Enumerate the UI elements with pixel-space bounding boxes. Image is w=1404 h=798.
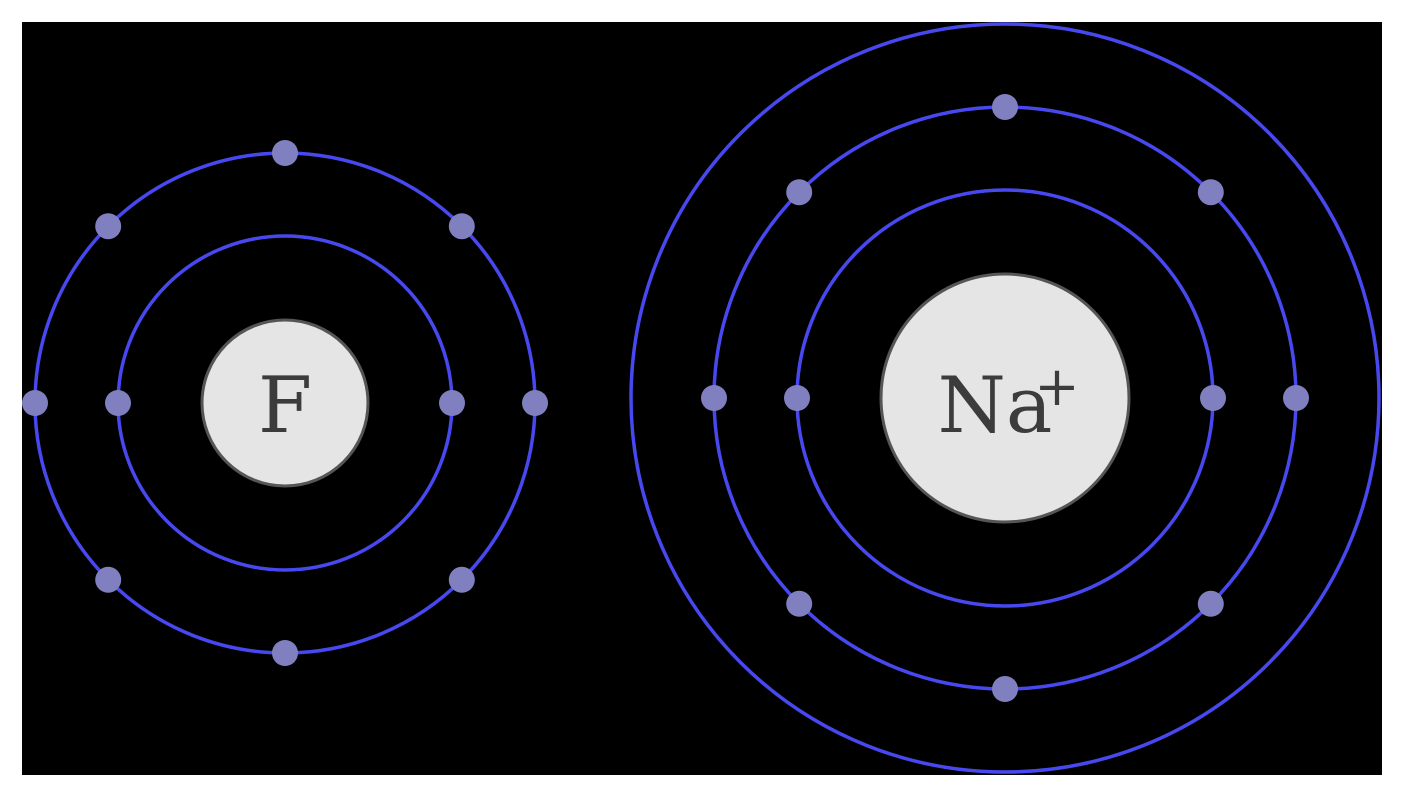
fluorine-shell-2-electron <box>448 213 475 240</box>
sodium-shell-2-electron <box>786 179 813 206</box>
fluorine-symbol: F <box>258 361 312 451</box>
sodium-shell-2-electron <box>701 385 727 411</box>
sodium-shell-2-electron <box>786 590 813 617</box>
fluorine-atom: F <box>22 140 548 666</box>
fluorine-shell-2-electron <box>448 566 475 593</box>
sodium-charge: + <box>1034 355 1079 418</box>
sodium-outer-empty-shell <box>629 22 1381 774</box>
fluorine-nucleus-label: F <box>258 361 312 451</box>
fluorine-electrons <box>22 140 548 666</box>
sodium-shell-2-electron <box>992 676 1018 702</box>
sodium-shell-2-electron <box>992 94 1018 120</box>
fluorine-shell-2-electron <box>95 566 122 593</box>
fluorine-nucleus <box>200 318 370 488</box>
sodium-shell-2-electron <box>1197 179 1224 206</box>
sodium-ion: Na + <box>629 22 1381 774</box>
sodium-nucleus-label: Na <box>938 361 1053 451</box>
sodium-electrons <box>701 94 1309 702</box>
fluorine-shell-2-electron <box>95 213 122 240</box>
sodium-symbol: Na <box>938 361 1053 451</box>
sodium-shell-1-electron <box>1200 385 1226 411</box>
sodium-shell-2-electron <box>1197 590 1224 617</box>
fluorine-shell-2-electron <box>22 390 48 416</box>
sodium-shell-2-electron <box>1283 385 1309 411</box>
fluorine-shell-2-electron <box>272 140 298 166</box>
fluorine-shell-1-electron <box>439 390 465 416</box>
sodium-nucleus <box>879 272 1131 524</box>
fluorine-shell-2-electron <box>272 640 298 666</box>
fluorine-shell-1-electron <box>105 390 131 416</box>
fluorine-shell-2-electron <box>522 390 548 416</box>
sodium-shell-1-electron <box>784 385 810 411</box>
